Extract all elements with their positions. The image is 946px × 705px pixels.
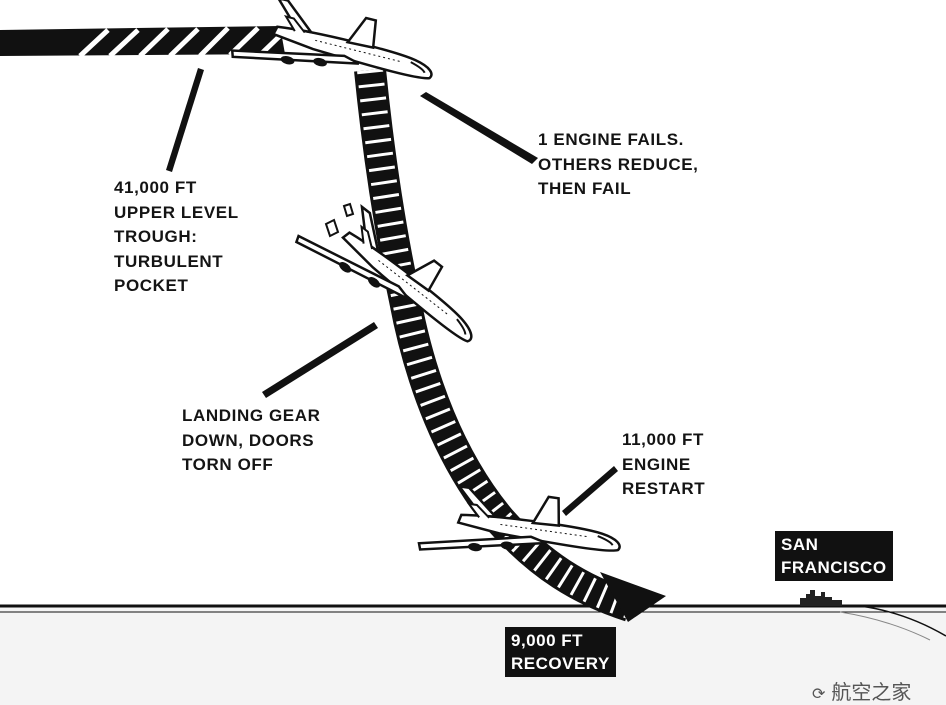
box-line: RECOVERY bbox=[511, 654, 610, 673]
label-line: ENGINE bbox=[622, 454, 691, 474]
callout-pointers bbox=[166, 68, 618, 516]
label-line: THEN FAIL bbox=[538, 179, 632, 198]
box-line: SAN bbox=[781, 535, 819, 554]
box-recovery: 9,000 FT RECOVERY bbox=[505, 627, 616, 677]
label-line: 11,000 FT bbox=[622, 430, 704, 449]
box-line: FRANCISCO bbox=[781, 558, 887, 577]
label-engine-fail: 1 ENGINE FAILS. OTHERS REDUCE, THEN FAIL bbox=[538, 128, 698, 202]
city-skyline bbox=[800, 590, 842, 606]
watermark-text: 航空之家 bbox=[831, 680, 912, 704]
label-line: UPPER LEVEL bbox=[114, 202, 239, 222]
label-line: DOWN, DOORS bbox=[182, 430, 315, 450]
label-trough: 41,000 FT UPPER LEVEL TROUGH: TURBULENT … bbox=[114, 176, 239, 299]
label-line: TROUGH: bbox=[114, 227, 198, 246]
airplane-cruise bbox=[229, 0, 443, 106]
label-line: RESTART bbox=[622, 479, 706, 498]
watermark: ⟳ 航空之家 bbox=[812, 676, 911, 705]
debris bbox=[324, 202, 355, 238]
label-line: TORN OFF bbox=[182, 455, 274, 474]
label-line: POCKET bbox=[114, 276, 189, 295]
box-line: 9,000 FT bbox=[511, 631, 584, 650]
label-engine-restart: 11,000 FT ENGINE RESTART bbox=[622, 428, 705, 502]
label-line: TURBULENT bbox=[114, 251, 224, 271]
box-san-francisco: SAN FRANCISCO bbox=[775, 531, 893, 581]
label-line: LANDING GEAR bbox=[182, 406, 321, 425]
ground bbox=[0, 604, 946, 705]
label-line: 1 ENGINE FAILS. bbox=[538, 130, 684, 149]
label-line: OTHERS REDUCE, bbox=[538, 154, 699, 174]
watermark-icon: ⟳ bbox=[812, 684, 826, 703]
label-landing-gear: LANDING GEAR DOWN, DOORS TORN OFF bbox=[182, 404, 320, 478]
label-line: 41,000 FT bbox=[114, 178, 197, 197]
flight-path bbox=[0, 26, 666, 622]
